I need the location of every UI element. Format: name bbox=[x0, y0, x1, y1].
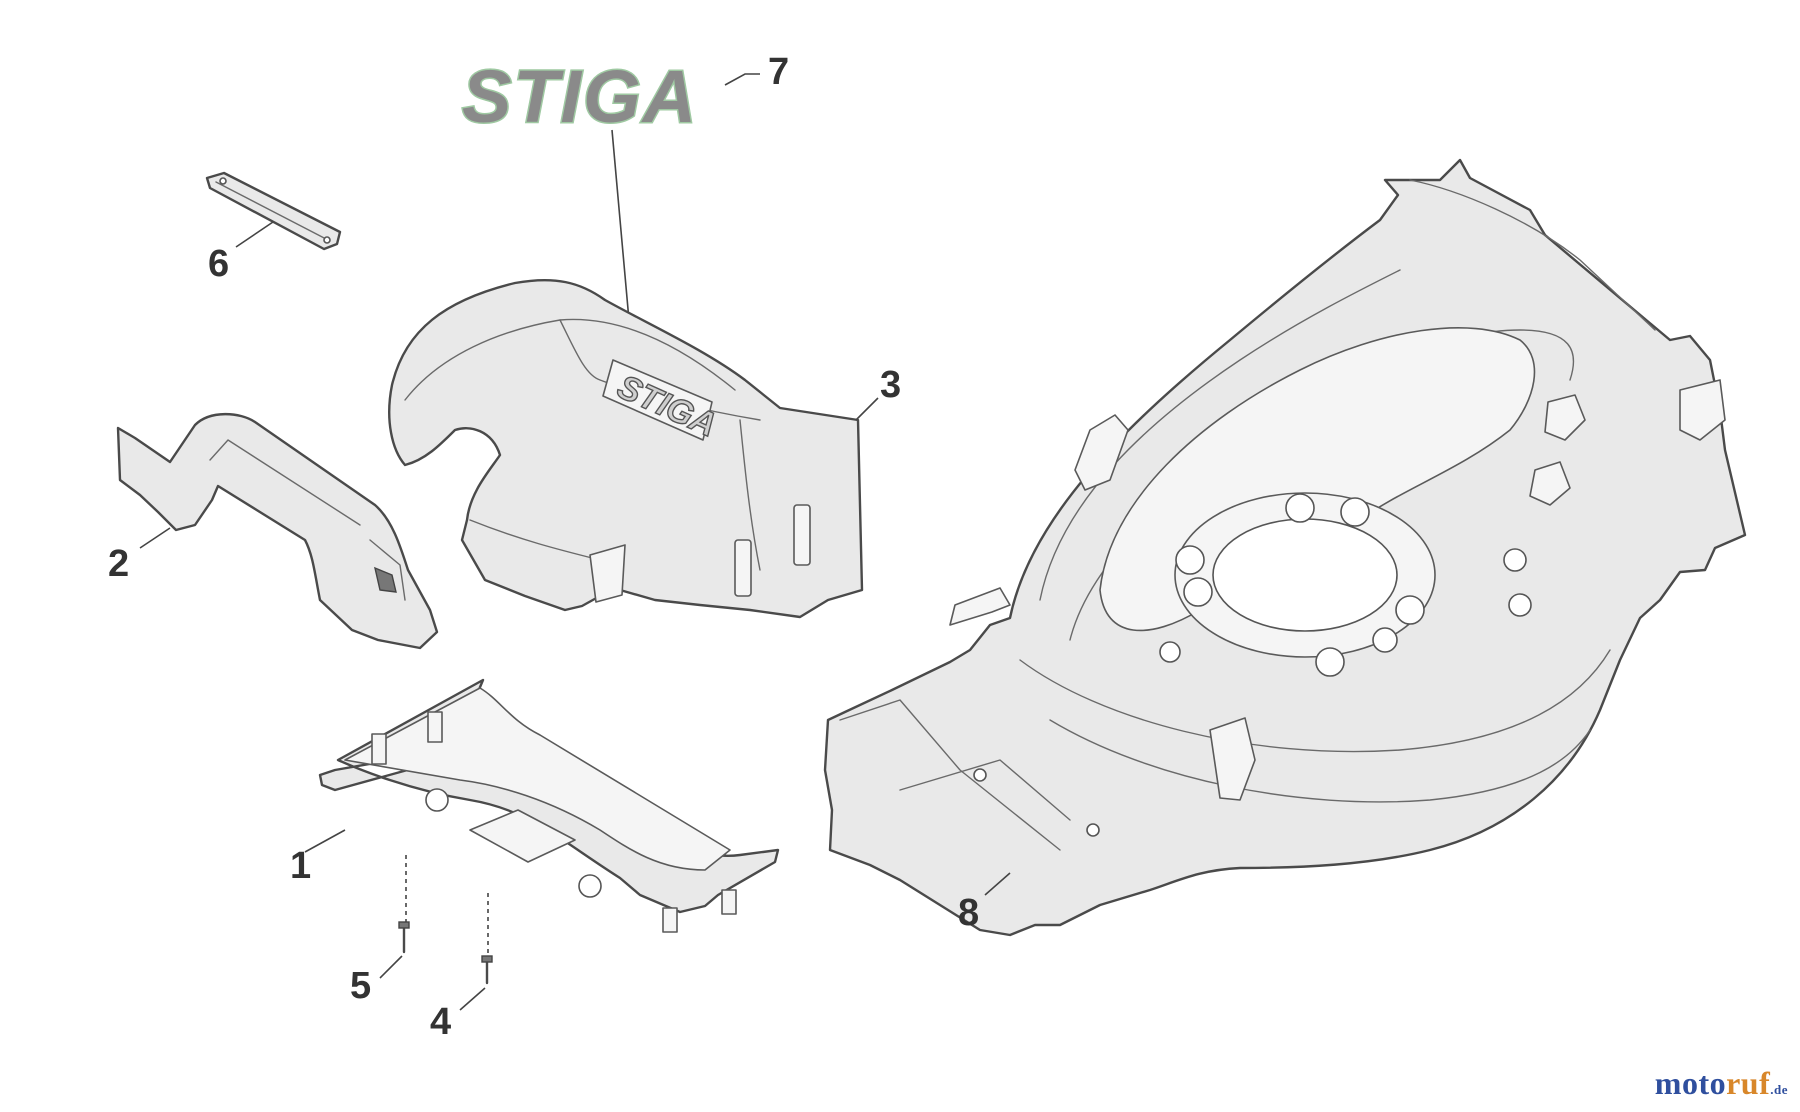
tray-boss-left bbox=[425, 788, 449, 812]
site-watermark: motoruf.de bbox=[1655, 1065, 1788, 1102]
mount-hole-5 bbox=[1395, 595, 1425, 625]
mount-hole-3 bbox=[1285, 493, 1315, 523]
cover-latch bbox=[589, 544, 626, 603]
screw-4-head bbox=[481, 955, 493, 963]
tray-boss-right bbox=[578, 874, 602, 898]
leader-8 bbox=[984, 872, 1011, 896]
cover-lower-crease bbox=[469, 519, 601, 561]
deck-rear-pad bbox=[1529, 461, 1571, 506]
mount-hole-6 bbox=[1315, 647, 1345, 677]
axle-bracket bbox=[1209, 717, 1256, 801]
part-2-handle-bracket: 2 bbox=[108, 412, 439, 650]
callout-4: 4 bbox=[430, 1001, 451, 1043]
plate-hole-2 bbox=[1086, 823, 1100, 837]
deck-rear-rim bbox=[1409, 179, 1656, 331]
watermark-part-a: moto bbox=[1654, 1065, 1727, 1101]
strip-hole-right bbox=[323, 236, 331, 244]
decal-plate bbox=[602, 359, 713, 441]
bracket-inner-edge bbox=[209, 439, 361, 526]
callout-1: 1 bbox=[290, 845, 311, 887]
mount-hole-7 bbox=[1372, 627, 1398, 653]
tray-clip-3 bbox=[662, 907, 678, 933]
front-hinge-bracket bbox=[949, 587, 1011, 626]
part-7-logo-decal: STIGA 7 bbox=[461, 51, 789, 366]
callout-3: 3 bbox=[880, 364, 901, 406]
leader-2 bbox=[139, 527, 171, 549]
leader-7 bbox=[724, 73, 760, 86]
brand-logo: STIGA bbox=[462, 55, 698, 138]
handle-bracket-body bbox=[116, 412, 439, 650]
callout-5: 5 bbox=[350, 965, 371, 1007]
mount-hole-4 bbox=[1340, 497, 1370, 527]
leader-4 bbox=[459, 987, 486, 1011]
deck-base-plate-fold bbox=[899, 759, 1071, 821]
watermark-part-b: ruf bbox=[1726, 1065, 1771, 1101]
part-4-screw: 4 bbox=[430, 893, 493, 1043]
leader-6 bbox=[235, 221, 274, 248]
tray-center-block bbox=[469, 809, 576, 863]
strip-hole-left bbox=[219, 177, 227, 185]
part-6-insert-strip: 6 bbox=[205, 171, 342, 285]
tray-clip-4 bbox=[721, 889, 737, 915]
callout-6: 6 bbox=[208, 243, 229, 285]
callout-2: 2 bbox=[108, 543, 129, 585]
cover-side-crease bbox=[739, 419, 761, 571]
leader-5 bbox=[379, 955, 403, 979]
part-8-mower-deck: 8 bbox=[823, 158, 1747, 937]
part-3-front-cover: STIGA 3 bbox=[388, 278, 901, 619]
deck-base-plate-edge bbox=[839, 699, 1061, 851]
cover-clip-left bbox=[734, 539, 752, 597]
leader-3 bbox=[855, 397, 879, 421]
deck-skirt-lower bbox=[1049, 719, 1591, 803]
tray-clip-1 bbox=[371, 733, 387, 765]
deck-outer-crease bbox=[1039, 269, 1401, 601]
rear-hinge-plate bbox=[1679, 379, 1726, 441]
front-cover-body bbox=[388, 278, 864, 619]
part-5-screw: 5 bbox=[350, 855, 410, 1007]
callout-8: 8 bbox=[958, 892, 979, 934]
mount-hole-2 bbox=[1183, 577, 1213, 607]
bracket-slot bbox=[374, 566, 397, 593]
bracket-end-edge bbox=[369, 539, 406, 601]
motor-mount-ring bbox=[1159, 492, 1436, 677]
deck-bolt-2 bbox=[1508, 593, 1532, 617]
watermark-part-c: .de bbox=[1770, 1082, 1788, 1097]
deck-front-pad bbox=[1074, 414, 1129, 491]
insert-strip-groove bbox=[215, 181, 329, 241]
tray-clip-2 bbox=[427, 711, 443, 743]
callout-7: 7 bbox=[768, 51, 789, 93]
deck-skirt-upper bbox=[1019, 649, 1611, 753]
screw-5-head bbox=[398, 921, 410, 929]
mount-hole-1 bbox=[1175, 545, 1205, 575]
plate-hole-1 bbox=[973, 768, 987, 782]
deck-bolt-1 bbox=[1503, 548, 1527, 572]
mount-hole-8 bbox=[1159, 641, 1181, 663]
motor-ring-opening bbox=[1212, 518, 1398, 632]
leader-1 bbox=[304, 829, 346, 853]
cover-clip-right bbox=[793, 504, 811, 566]
part-1-lower-tray: 1 bbox=[290, 678, 780, 933]
deck-height-knob bbox=[1544, 394, 1586, 441]
